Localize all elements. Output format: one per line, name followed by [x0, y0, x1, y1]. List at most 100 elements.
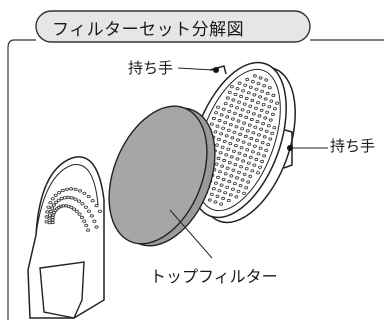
base-perforation-hole [69, 196, 74, 200]
perforation-hole [223, 172, 228, 176]
base-perforation-hole [77, 212, 82, 216]
base-perforation-hole [86, 194, 91, 199]
perforation-hole [236, 189, 241, 193]
perforation-hole [249, 117, 254, 122]
perforation-hole [225, 115, 230, 119]
base-perforation-hole [84, 223, 89, 227]
base-perforation-hole [50, 206, 55, 210]
perforation-hole [246, 91, 251, 95]
base-perforation-hole [50, 197, 55, 201]
perforation-hole [268, 137, 273, 141]
perforation-hole [224, 153, 229, 157]
perforation-hole [254, 106, 258, 110]
perforation-hole [258, 165, 262, 169]
perforation-hole [248, 104, 253, 108]
perforation-hole [262, 135, 267, 139]
perforation-hole [260, 89, 265, 93]
base-perforation-hole [87, 209, 92, 213]
perforation-hole [220, 145, 225, 149]
perforation-hole [221, 107, 226, 111]
perforation-hole [242, 172, 247, 176]
perforation-hole [252, 163, 257, 167]
perforation-hole [231, 149, 236, 153]
perforation-hole [224, 134, 229, 138]
perforation-hole [259, 127, 264, 131]
perforation-hole [225, 166, 230, 170]
leader-handle-top [177, 67, 214, 71]
perforation-hole [244, 167, 249, 171]
leader-top-filter [169, 209, 213, 259]
perforation-hole [217, 137, 221, 142]
perforation-hole [223, 121, 228, 125]
perforation-hole [235, 176, 239, 180]
perforation-hole [263, 116, 268, 120]
perforation-hole [258, 146, 263, 150]
perforation-hole [243, 134, 248, 138]
base-perforation-hole [46, 205, 51, 209]
filter-base [27, 156, 105, 319]
perforation-hole [256, 82, 261, 86]
perforation-hole [211, 187, 216, 191]
base-perforation-hole [47, 217, 52, 221]
perforation-hole [235, 87, 240, 91]
base-perforation-hole [53, 193, 58, 197]
perforation-hole [234, 125, 239, 129]
perforation-hole [240, 127, 245, 131]
perforation-hole [248, 155, 253, 159]
base-perforation-hole [92, 219, 97, 223]
perforation-hole [250, 80, 255, 84]
frame-border [7, 39, 384, 320]
base-perforation-hole [73, 197, 78, 201]
perforation-hole [241, 89, 246, 93]
perforation-hole [264, 148, 269, 152]
perforation-hole [216, 156, 221, 160]
base-perforation-hole [83, 205, 88, 209]
perforation-hole [215, 124, 220, 128]
perforation-hole [262, 154, 267, 158]
diagram-title: フィルターセット分解図 [52, 20, 245, 40]
perforation-hole [256, 101, 260, 105]
perforation-hole [265, 91, 270, 96]
base-perforation-hole [56, 198, 61, 202]
perforation-hole [231, 98, 236, 102]
perforation-hole [230, 136, 235, 140]
perforation-hole [272, 107, 277, 111]
perforation-hole [221, 126, 226, 130]
perforation-hole [271, 93, 276, 98]
perforation-hole [275, 101, 279, 105]
perforation-hole [272, 126, 277, 130]
perforation-hole [221, 177, 226, 182]
perforation-hole [248, 174, 253, 178]
perforation-hole [259, 108, 264, 112]
perforation-hole [209, 122, 214, 126]
perforation-hole [222, 158, 227, 163]
perforation-hole [250, 169, 255, 173]
perforation-hole [232, 111, 237, 115]
perforation-hole [219, 113, 224, 117]
base-perforation-hole [94, 204, 99, 208]
perforation-hole [227, 90, 232, 94]
perforation-hole [242, 121, 247, 125]
perforation-hole [219, 202, 224, 206]
base-perforation-hole [72, 207, 77, 211]
perforation-hole [226, 198, 231, 203]
perforation-hole [246, 180, 251, 184]
base-perforation-hole [48, 209, 53, 213]
perforation-hole [217, 118, 222, 123]
label-handle-top: 持ち手 [128, 59, 174, 77]
perforation-hole [229, 155, 234, 159]
base-perforation-hole [60, 188, 65, 193]
perforation-hole [238, 132, 243, 136]
perforation-hole [229, 104, 234, 108]
perforation-hole [207, 198, 212, 202]
perforation-hole [267, 105, 272, 109]
perforation-hole [250, 150, 255, 154]
perforation-hole [235, 157, 240, 161]
perforation-hole [227, 179, 232, 184]
perforation-hole [257, 133, 261, 137]
base-perforation-hole [94, 225, 99, 229]
perforation-hole [230, 117, 235, 121]
perforation-hole [209, 192, 214, 196]
perforation-hole [215, 194, 220, 198]
